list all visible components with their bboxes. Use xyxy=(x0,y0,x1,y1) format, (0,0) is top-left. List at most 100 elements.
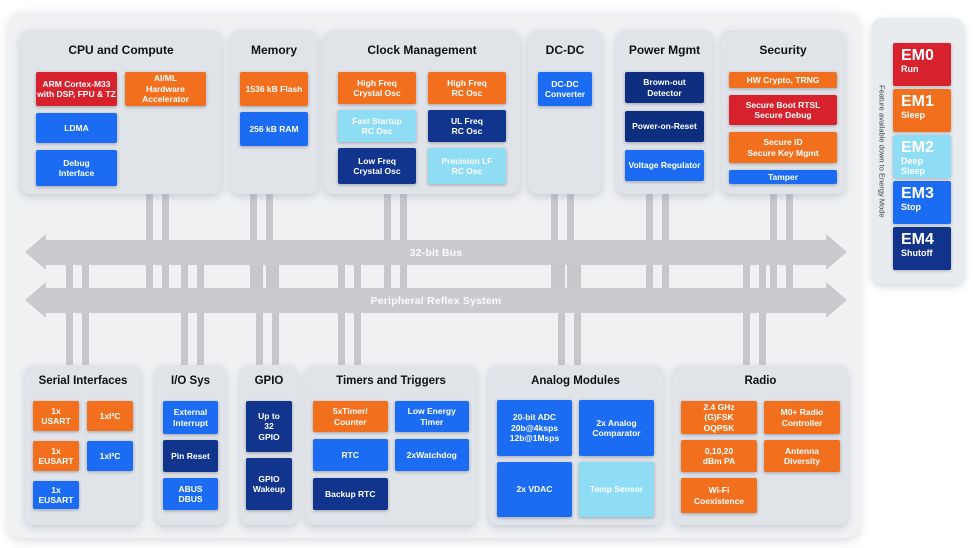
block-ul-freq-rc-osc: UL Freq RC Osc xyxy=(428,110,506,142)
block-precision-lf-rc-osc: Precision LF RC Osc xyxy=(428,148,506,184)
section-title-power: Power Mgmt xyxy=(628,43,701,57)
energy-mode-name: EM0 xyxy=(901,47,934,64)
block-antenna-diversity: Antenna Diversity xyxy=(764,440,840,472)
section-title-gpio: GPIO xyxy=(254,375,284,387)
block-low-freq-crystal-osc: Low Freq Crystal Osc xyxy=(338,148,416,184)
bus-32bit-label: 32-bit Bus xyxy=(409,246,463,259)
block-external-interrupt: External Interrupt xyxy=(163,401,218,434)
block-2x-analog-comparator: 2x Analog Comparator xyxy=(579,400,654,456)
block-wi-fi-coexistence: Wi-Fi Coexistence xyxy=(681,478,757,513)
section-grid-memory: 1536 kB Flash 256 kB RAM xyxy=(240,72,308,146)
block-m0-radio-controller: M0+ Radio Controller xyxy=(764,401,840,434)
block-ldma: LDMA xyxy=(36,113,117,143)
block-brown-out-detector: Brown-out Detector xyxy=(625,72,704,103)
block-20-bit-adc-20b-4ksps-12b-1msps: 20-bit ADC 20b@4ksps 12b@1Msps xyxy=(497,400,572,456)
energy-mode-desc: Run xyxy=(901,64,919,74)
block-arm-cortex-m33-with-dsp-fpu-tz: ARM Cortex-M33 with DSP, FPU & TZ xyxy=(36,72,117,106)
block-2xwatchdog: 2xWatchdog xyxy=(394,439,469,471)
block-temp-sensor: Temp Sensor xyxy=(579,462,654,517)
energy-mode-name: EM1 xyxy=(901,93,934,110)
energy-mode-name: EM4 xyxy=(901,231,934,248)
block-abus-dbus: ABUS DBUS xyxy=(163,478,218,510)
energy-modes-panel: Feature available down to Energy Mode EM… xyxy=(872,18,964,284)
section-grid-dcdc: DC-DC Converter xyxy=(538,72,592,106)
block-rtc: RTC xyxy=(313,439,388,471)
energy-mode-name: EM2 xyxy=(901,139,934,156)
section-title-serial: Serial Interfaces xyxy=(38,375,128,387)
section-title-dcdc: DC-DC xyxy=(545,43,585,57)
section-gpio: GPIO Up to 32 GPIO GPIO Wakeup xyxy=(240,365,298,525)
block-ai-ml-hardware-accelerator: AI/ML Hardware Accelerator xyxy=(125,72,206,106)
section-title-radio: Radio xyxy=(744,375,777,387)
block-high-freq-crystal-osc: High Freq Crystal Osc xyxy=(338,72,416,104)
block-1xi-c: 1xI²C xyxy=(87,441,133,471)
block-1xi-c: 1xI²C xyxy=(87,401,133,431)
block-1x-eusart: 1x EUSART xyxy=(33,481,79,509)
energy-mode-name: EM3 xyxy=(901,185,934,202)
bus-32bit: 32-bit Bus xyxy=(25,234,847,270)
section-security: Security HW Crypto, TRNG Secure Boot RTSL … xyxy=(721,30,845,194)
section-title-memory: Memory xyxy=(250,43,297,57)
block-gpio-wakeup: GPIO Wakeup xyxy=(246,458,292,510)
block-high-freq-rc-osc: High Freq RC Osc xyxy=(428,72,506,104)
block-voltage-regulator: Voltage Regulator xyxy=(625,150,704,181)
energy-mode-desc: Shutoff xyxy=(901,248,933,258)
bus-peripheral-reflex-system: Peripheral Reflex System xyxy=(25,282,847,318)
block-5xtimer-counter: 5xTimer/ Counter xyxy=(313,401,388,432)
bus-prs-label: Peripheral Reflex System xyxy=(370,294,502,307)
block-secure-boot-rtsl-secure-debug: Secure Boot RTSL Secure Debug xyxy=(729,95,837,125)
section-grid-security: HW Crypto, TRNG Secure Boot RTSL Secure D… xyxy=(729,72,837,184)
section-dcdc: DC-DC DC-DC Converter xyxy=(528,30,602,194)
energy-panel-side-label: Feature available down to Energy Mode xyxy=(877,84,887,218)
block-backup-rtc: Backup RTC xyxy=(313,478,388,510)
energy-mode-desc: Sleep xyxy=(901,110,926,120)
energy-mode-desc: Stop xyxy=(901,202,921,212)
section-analog: Analog Modules 20-bit ADC 20b@4ksps 12b@1… xyxy=(488,365,663,525)
block-low-energy-timer: Low Energy Timer xyxy=(394,401,469,432)
section-memory: Memory 1536 kB Flash 256 kB RAM xyxy=(230,30,318,194)
block-fast-startup-rc-osc: Fast Startup RC Osc xyxy=(338,110,416,142)
section-grid-gpio: Up to 32 GPIO GPIO Wakeup xyxy=(246,401,292,510)
block-2x-vdac: 2x VDAC xyxy=(497,462,572,517)
block-secure-id-secure-key-mgmt: Secure ID Secure Key Mgmt xyxy=(729,132,837,163)
block-debug-interface: Debug Interface xyxy=(36,150,117,186)
block-tamper: Tamper xyxy=(729,170,837,184)
block-up-to-32-gpio: Up to 32 GPIO xyxy=(246,401,292,452)
section-title-cpu: CPU and Compute xyxy=(68,43,174,57)
section-title-analog: Analog Modules xyxy=(531,375,620,387)
block-1536-kb-flash: 1536 kB Flash xyxy=(240,72,308,106)
block-2-4-ghz-g-fsk-oqpsk: 2.4 GHz (G)FSK OQPSK xyxy=(681,401,757,434)
block-1x-eusart: 1x EUSART xyxy=(33,441,79,471)
section-title-security: Security xyxy=(759,43,807,57)
section-title-clock: Clock Management xyxy=(367,43,477,57)
section-title-io: I/O Sys xyxy=(171,375,210,387)
block-pin-reset: Pin Reset xyxy=(163,440,218,472)
block-256-kb-ram: 256 kB RAM xyxy=(240,112,308,146)
block-hw-crypto-trng: HW Crypto, TRNG xyxy=(729,72,837,88)
block-dc-dc-converter: DC-DC Converter xyxy=(538,72,592,106)
energy-mode-desc: Deep Sleep xyxy=(901,156,926,176)
block-0-10-20-dbm-pa: 0,10,20 dBm PA xyxy=(681,440,757,472)
